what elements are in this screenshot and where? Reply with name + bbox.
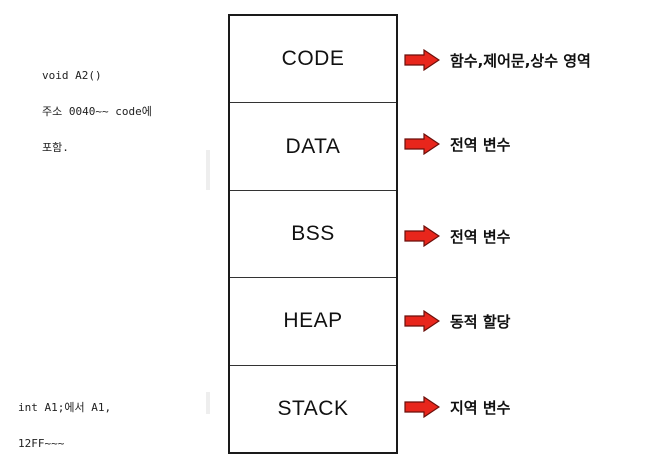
memory-segment-stack: CODE DATA BSS HEAP STACK: [228, 14, 398, 454]
segment-data: DATA: [230, 103, 396, 191]
right-arrow-icon: [404, 225, 440, 247]
annotation-code: 함수,제어문,상수 영역: [404, 45, 591, 75]
segment-description: 전역 변수: [450, 135, 511, 154]
segment-description: 함수,제어문,상수 영역: [450, 51, 591, 70]
segment-label: CODE: [281, 47, 345, 71]
right-arrow-icon: [404, 396, 440, 418]
note-line: void A2(): [42, 69, 102, 82]
segment-label: DATA: [285, 134, 341, 158]
annotation-bss: 전역 변수: [404, 221, 510, 251]
segment-stack: STACK: [230, 366, 396, 452]
segment-label: BSS: [291, 222, 335, 246]
right-arrow-icon: [404, 310, 440, 332]
faint-mark: [206, 150, 210, 190]
segment-heap: HEAP: [230, 278, 396, 366]
segment-code: CODE: [230, 16, 396, 104]
annotation-heap: 동적 할당: [404, 306, 510, 336]
right-arrow-icon: [404, 49, 440, 71]
faint-mark: [206, 392, 210, 414]
segment-description: 동적 할당: [450, 312, 511, 331]
right-arrow-icon: [404, 133, 440, 155]
annotation-stack: 지역 변수: [404, 392, 510, 422]
note-stack-address: int A1;에서 A1, 12FF~~~: [18, 378, 111, 470]
segment-bss: BSS: [230, 191, 396, 279]
segment-description: 전역 변수: [450, 227, 511, 246]
annotation-data: 전역 변수: [404, 129, 510, 159]
note-line: 주소 0040~~ code에: [42, 105, 152, 118]
note-line: 포함.: [42, 141, 69, 154]
note-line: 12FF~~~: [18, 437, 65, 450]
segment-label: STACK: [277, 396, 349, 420]
note-code-address: void A2() 주소 0040~~ code에 포함.: [42, 46, 152, 178]
segment-description: 지역 변수: [450, 398, 511, 417]
note-line: int A1;에서 A1,: [18, 401, 112, 414]
segment-label: HEAP: [283, 309, 343, 333]
